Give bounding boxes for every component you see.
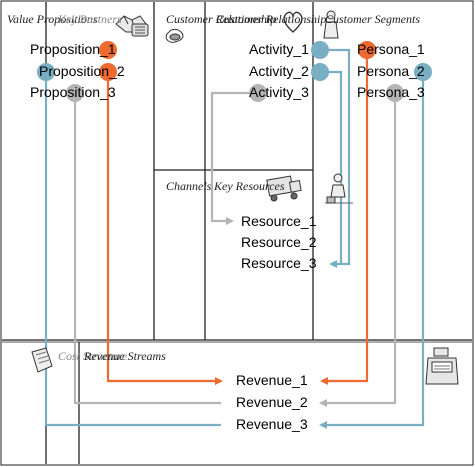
- activity-2: Activity_2: [249, 63, 309, 79]
- dot-persona1: [358, 41, 376, 59]
- phone-icon: [131, 23, 149, 37]
- revenue-1: Revenue_1: [236, 372, 308, 388]
- dot-proposition2-left: [37, 63, 55, 81]
- connector-persona1-revenue1: [320, 50, 369, 385]
- dot-proposition3: [66, 84, 84, 102]
- dot-activity1: [311, 41, 329, 59]
- connector-activity1-resource3: [320, 48, 351, 268]
- connector-dots: [37, 41, 432, 102]
- connector-proposition3-revenue2: [73, 93, 221, 405]
- worker-icon: [325, 173, 353, 204]
- dot-persona2: [414, 63, 432, 81]
- connector-activity3-resource1: [210, 91, 258, 225]
- header-channels: Channels: [166, 179, 212, 193]
- clipboard-icon: [165, 28, 184, 43]
- activity-3: Activity_3: [249, 84, 309, 100]
- header-key-activities: Customer Relationship: [166, 12, 277, 26]
- heart-icon: [283, 11, 303, 33]
- resource-1: Resource_1: [241, 213, 317, 229]
- revenue-3: Revenue_3: [236, 416, 308, 432]
- header-revenue-streams: Revenue Streams: [84, 349, 166, 363]
- dot-proposition1: [99, 41, 117, 59]
- header-key-partners: Key Partners: [58, 12, 122, 26]
- proposition-1: Proposition_1: [30, 41, 116, 57]
- dot-proposition2: [99, 63, 117, 81]
- proposition-2: Proposition_2: [39, 63, 125, 79]
- header-customer-segments: Customer Segments: [325, 12, 420, 26]
- header-value-propositions: Value Propositions: [7, 12, 98, 26]
- persona-3: Persona_3: [357, 84, 425, 100]
- resource-2: Resource_2: [241, 234, 317, 250]
- proposition-3: Proposition_3: [30, 84, 116, 100]
- header-key-resources: Key Resources: [214, 179, 285, 193]
- activity-1: Activity_1: [249, 41, 309, 57]
- cash-register-icon: [425, 347, 459, 385]
- person-icon: [323, 10, 339, 39]
- dot-activity2: [311, 63, 329, 81]
- truck-icon: [266, 175, 302, 202]
- dot-activity3: [249, 84, 267, 102]
- revenue-2: Revenue_2: [236, 394, 308, 410]
- connector-proposition-revenue3: [44, 72, 221, 427]
- header-customer-relationship: Customer Relationship: [216, 12, 327, 26]
- resource-3: Resource_3: [241, 255, 317, 271]
- connector-persona2-revenue3: [319, 72, 425, 429]
- dot-persona3: [386, 84, 404, 102]
- connectors: [44, 48, 425, 429]
- persona-2: Persona_2: [357, 63, 425, 79]
- connector-activity2-resource3: [320, 70, 343, 264]
- persona-1: Persona_1: [357, 41, 425, 57]
- connector-persona3-revenue2: [319, 93, 397, 407]
- receipt-icon: [31, 347, 53, 373]
- header-cost-structure: Cost Structure: [58, 349, 128, 363]
- connector-proposition2-revenue1: [106, 72, 223, 385]
